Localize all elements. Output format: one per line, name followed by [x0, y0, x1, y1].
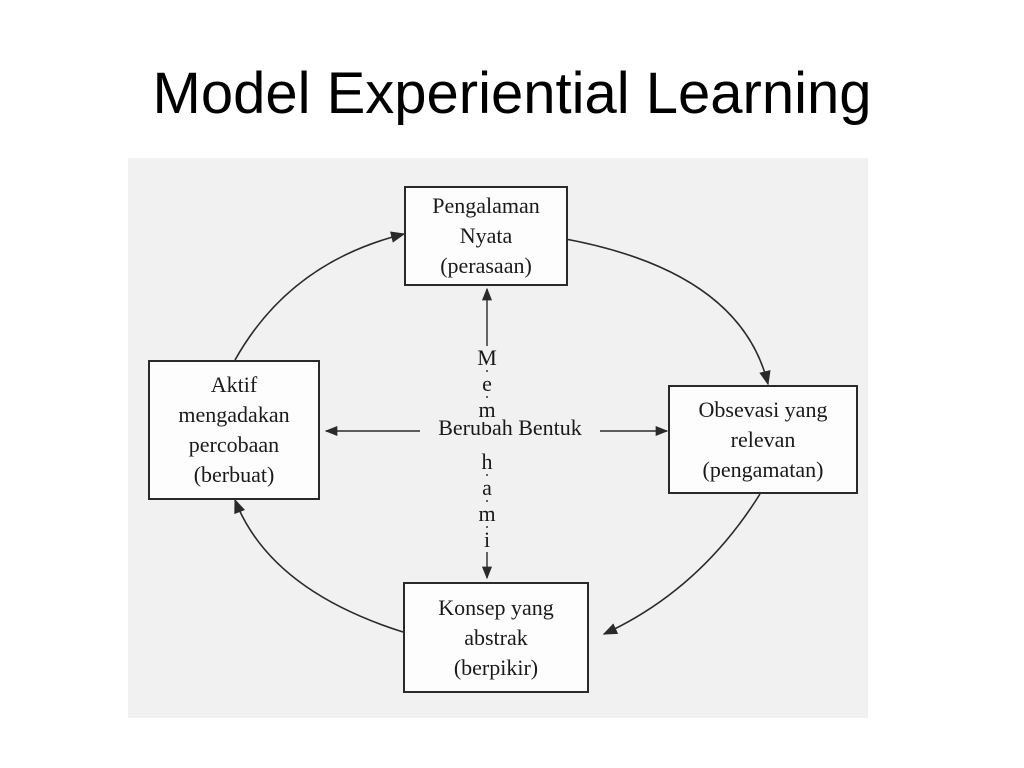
- arc-left-to-top: [234, 231, 406, 361]
- node-abstract-conceptualization: Konsep yang abstrak (berpikir): [403, 582, 589, 693]
- node-line: (berpikir): [453, 654, 539, 680]
- vertical-letter: m: [475, 398, 499, 422]
- vertical-letter: h: [475, 450, 499, 474]
- node-line: (perasaan): [440, 253, 532, 278]
- node-line: mengadakan: [178, 402, 290, 427]
- node-line: Konsep yang: [438, 594, 554, 620]
- node-line: Obsevasi yang: [698, 396, 828, 422]
- node-line: percobaan: [188, 432, 280, 457]
- node-line: abstrak: [464, 624, 528, 650]
- node-line: Aktif: [210, 372, 258, 397]
- vertical-letter: a: [475, 476, 499, 500]
- node-line: (pengamatan): [702, 456, 824, 482]
- center-label-transform: Berubah Bentuk: [420, 415, 600, 441]
- arc-top-to-right: [559, 237, 771, 386]
- slide-title: Model Experiential Learning: [152, 61, 872, 126]
- node-active-experimentation: Aktif mengadakan percobaan (berbuat): [148, 360, 320, 500]
- node-reflective-observation: Obsevasi yang relevan (pengamatan): [668, 385, 858, 494]
- node-line: (berbuat): [193, 462, 275, 487]
- node-line: Nyata: [459, 223, 513, 248]
- node-line: relevan: [730, 426, 796, 452]
- node-line: Pengalaman: [432, 193, 540, 218]
- vertical-letter: e: [475, 372, 499, 396]
- vertical-letter: m: [475, 502, 499, 526]
- vertical-letter: M: [475, 346, 499, 370]
- node-concrete-experience: Pengalaman Nyata (perasaan): [404, 186, 568, 286]
- arc-right-to-bottom: [602, 493, 761, 635]
- arc-bottom-to-left: [234, 498, 404, 633]
- vertical-letter: i: [475, 528, 499, 552]
